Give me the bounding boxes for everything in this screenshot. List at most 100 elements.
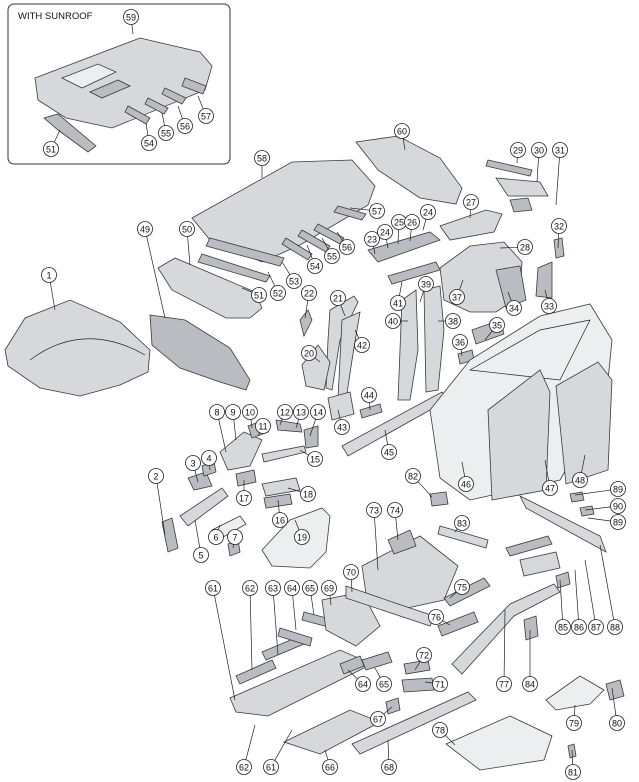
callout-leader [409,229,412,242]
callout-70: 70 [343,564,359,593]
part-12-13 [275,419,303,433]
rear-door [555,361,613,485]
callout-leader [232,544,235,549]
callout-number: 72 [419,651,429,661]
callout-number: 36 [455,338,465,348]
callout-circle [300,486,316,502]
callout-circle [272,512,288,528]
roof-bow-54 [281,237,313,261]
callout-leader [587,517,611,522]
callout-30: 30 [531,142,547,183]
callout-number: 18 [303,490,313,500]
part-32 [553,237,565,259]
callout-leader [245,724,256,760]
callout-leader [484,330,493,341]
callout-circle [390,295,406,311]
callout-leader [306,244,313,260]
callout-number: 48 [575,476,585,486]
callout-circle [445,313,461,329]
callout-38: 38 [438,313,461,329]
callout-leader [250,419,253,429]
callout-19: 19 [294,519,310,545]
callout-57: 57 [349,203,385,219]
callout-52: 52 [267,271,286,301]
callout-circle [310,404,326,420]
callout-35: 35 [484,317,505,341]
callout-circle [571,619,587,635]
callout-55: 55 [158,112,174,141]
callout-17: 17 [236,480,252,506]
crossmember-64 [277,627,313,647]
callout-circle [185,455,201,471]
callout-leader [386,239,389,249]
callout-circle [432,722,448,738]
callout-number: 11 [258,422,267,432]
callout-leader [277,499,280,513]
callout-circle [43,141,59,157]
callout-number: 90 [613,502,623,512]
callout-circle [364,231,380,247]
callout-circle [179,221,195,237]
callout-56: 56 [177,105,193,134]
callout-leader [442,620,451,626]
callout-number: 73 [369,506,379,516]
callout-leader [214,595,236,701]
callout-number: 16 [275,516,285,526]
callout-circle [251,287,267,303]
floor-member-62 [235,659,277,685]
callout-number: 85 [558,623,568,633]
callout-circle [404,214,420,230]
callout-circle [158,125,174,141]
callout-circle [334,419,350,435]
callout-number: 57 [372,207,382,217]
callout-circle [41,267,57,283]
callout-8: 8 [209,404,227,453]
callout-circle [263,759,279,775]
callout-leader [295,419,300,429]
callout-leader [281,261,291,275]
callout-circle [307,258,323,274]
callout-circle [370,711,386,727]
callout-number: 4 [206,454,211,464]
roof-bow-57-inset [181,77,207,95]
callout-circle [302,580,318,596]
callout-72: 72 [414,647,432,671]
callout-circle [321,580,337,596]
callout-number: 52 [273,289,283,299]
part-3 [187,471,213,491]
callout-21: 21 [330,290,346,317]
callout-leader [399,281,403,296]
callout-circle [517,239,533,255]
callout-number: 3 [190,459,195,469]
front-floor-61 [229,649,373,717]
callout-circle [542,480,558,496]
callout-leader [309,419,316,437]
part-22 [299,309,313,338]
callout-number: 67 [373,715,383,725]
callout-number: 88 [610,623,620,633]
callout-11: 11 [255,418,271,437]
callout-number: 55 [327,252,337,262]
inset-frame [7,3,231,165]
callout-number: 61 [266,763,276,773]
callout-leader [374,667,381,678]
callout-circle [123,9,139,25]
callout-leader [218,419,227,453]
callout-number: 89 [613,518,623,528]
callout-leader [402,138,406,151]
callout-55: 55 [321,237,340,264]
callout-90: 90 [584,498,626,514]
crossmember-65b [361,651,393,671]
callout-leader [321,237,329,250]
part-24-25-26 [367,231,441,263]
callout-leader [544,459,550,481]
part-31 [509,197,533,213]
callout-circle [301,345,317,361]
callout-31: 31 [552,142,568,206]
callout-leader [218,524,221,530]
callout-number: 44 [364,391,374,401]
part-42 [337,311,361,401]
callout-circle [385,313,401,329]
callout-circle [588,619,604,635]
